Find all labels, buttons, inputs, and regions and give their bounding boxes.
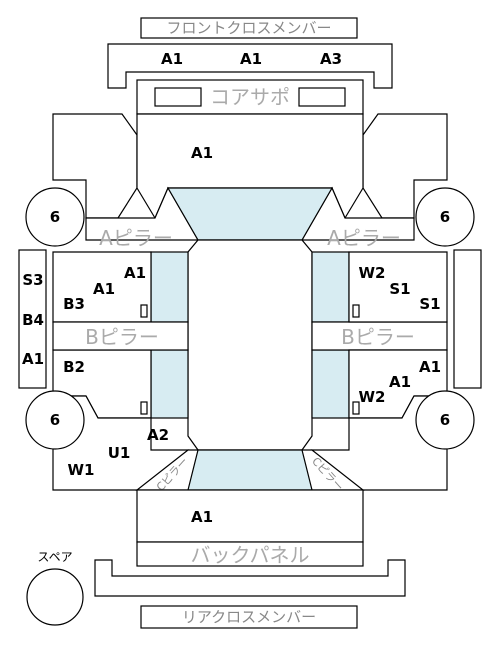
left-rocker-panel xyxy=(18,249,47,389)
back-panel xyxy=(136,541,364,567)
left-front-window xyxy=(150,251,189,323)
right-front-window xyxy=(311,251,350,323)
right-front-door xyxy=(348,251,448,323)
wheel-rear-right xyxy=(415,390,475,450)
right-rear-door-handle xyxy=(352,401,360,415)
back-panel-label: バックパネル xyxy=(191,543,310,567)
wheel-front-left xyxy=(25,187,85,247)
front-cross-member xyxy=(107,43,393,89)
b-pillar-right-label: Bピラー xyxy=(341,325,415,349)
right-front-door-label-a: W2 xyxy=(359,264,386,282)
right-rear-door-label-a: A1 xyxy=(419,358,441,376)
headlight-right xyxy=(298,87,346,107)
rear-cross-member xyxy=(94,559,406,597)
spare-label: スペア xyxy=(37,550,72,564)
a-pillar-right-label: Aピラー xyxy=(327,226,401,250)
wheel-front-left-label: 6 xyxy=(50,208,60,226)
left-panel-label-bottom: A1 xyxy=(22,350,44,368)
right-rear-door-label-c: W2 xyxy=(359,388,386,406)
wheel-rear-left-label: 6 xyxy=(50,411,60,429)
right-front-door-label-c: S1 xyxy=(419,295,440,313)
left-rear-quarter-label-b: U1 xyxy=(108,444,131,462)
left-front-door-handle xyxy=(140,304,148,318)
right-front-door-label-b: S1 xyxy=(389,280,410,298)
rear-cross-member-label: リアクロスメンバー xyxy=(182,608,316,626)
trunk-lid xyxy=(136,489,364,543)
left-rear-quarter-label-c: W1 xyxy=(68,461,95,479)
left-rear-window xyxy=(150,349,189,419)
front-cross-member-box xyxy=(140,17,358,39)
right-rear-door-label-b: A1 xyxy=(389,373,411,391)
front-cross-label-right: A3 xyxy=(320,50,342,68)
right-front-door-handle xyxy=(352,304,360,318)
b-pillar-left xyxy=(52,321,189,351)
wheel-rear-left xyxy=(25,390,85,450)
right-rocker-panel xyxy=(453,249,482,389)
front-cross-label-left: A1 xyxy=(161,50,183,68)
front-cross-label-center: A1 xyxy=(240,50,262,68)
left-rear-door-handle xyxy=(140,401,148,415)
rear-cross-member-box xyxy=(140,605,358,629)
left-front-door-label-b: A1 xyxy=(93,280,115,298)
spare-tire xyxy=(26,568,84,626)
left-panel-label-middle: B4 xyxy=(22,311,44,329)
wheel-front-right-label: 6 xyxy=(440,208,450,226)
roof-panel xyxy=(187,239,313,451)
b-pillar-left-label: Bピラー xyxy=(85,325,159,349)
headlight-left xyxy=(154,87,202,107)
left-front-door-label-c: B3 xyxy=(63,295,85,313)
trunk-label: A1 xyxy=(191,508,213,526)
left-rear-quarter xyxy=(52,395,190,491)
wheel-rear-right-label: 6 xyxy=(440,411,450,429)
rear-window xyxy=(187,449,313,491)
left-front-door-label-a: A1 xyxy=(124,264,146,282)
right-rear-window xyxy=(311,349,350,419)
b-pillar-right xyxy=(311,321,448,351)
left-rear-door-label-a: B2 xyxy=(63,358,85,376)
left-rear-quarter-label-a: A2 xyxy=(147,426,169,444)
core-support-label: コアサポ xyxy=(210,85,290,109)
hood-label: A1 xyxy=(191,144,213,162)
right-rear-quarter xyxy=(310,395,448,491)
wheel-front-right xyxy=(415,187,475,247)
a-pillar-left-label: Aピラー xyxy=(99,226,173,250)
left-panel-label-top: S3 xyxy=(22,271,43,289)
front-cross-member-label: フロントクロスメンバー xyxy=(166,19,331,37)
